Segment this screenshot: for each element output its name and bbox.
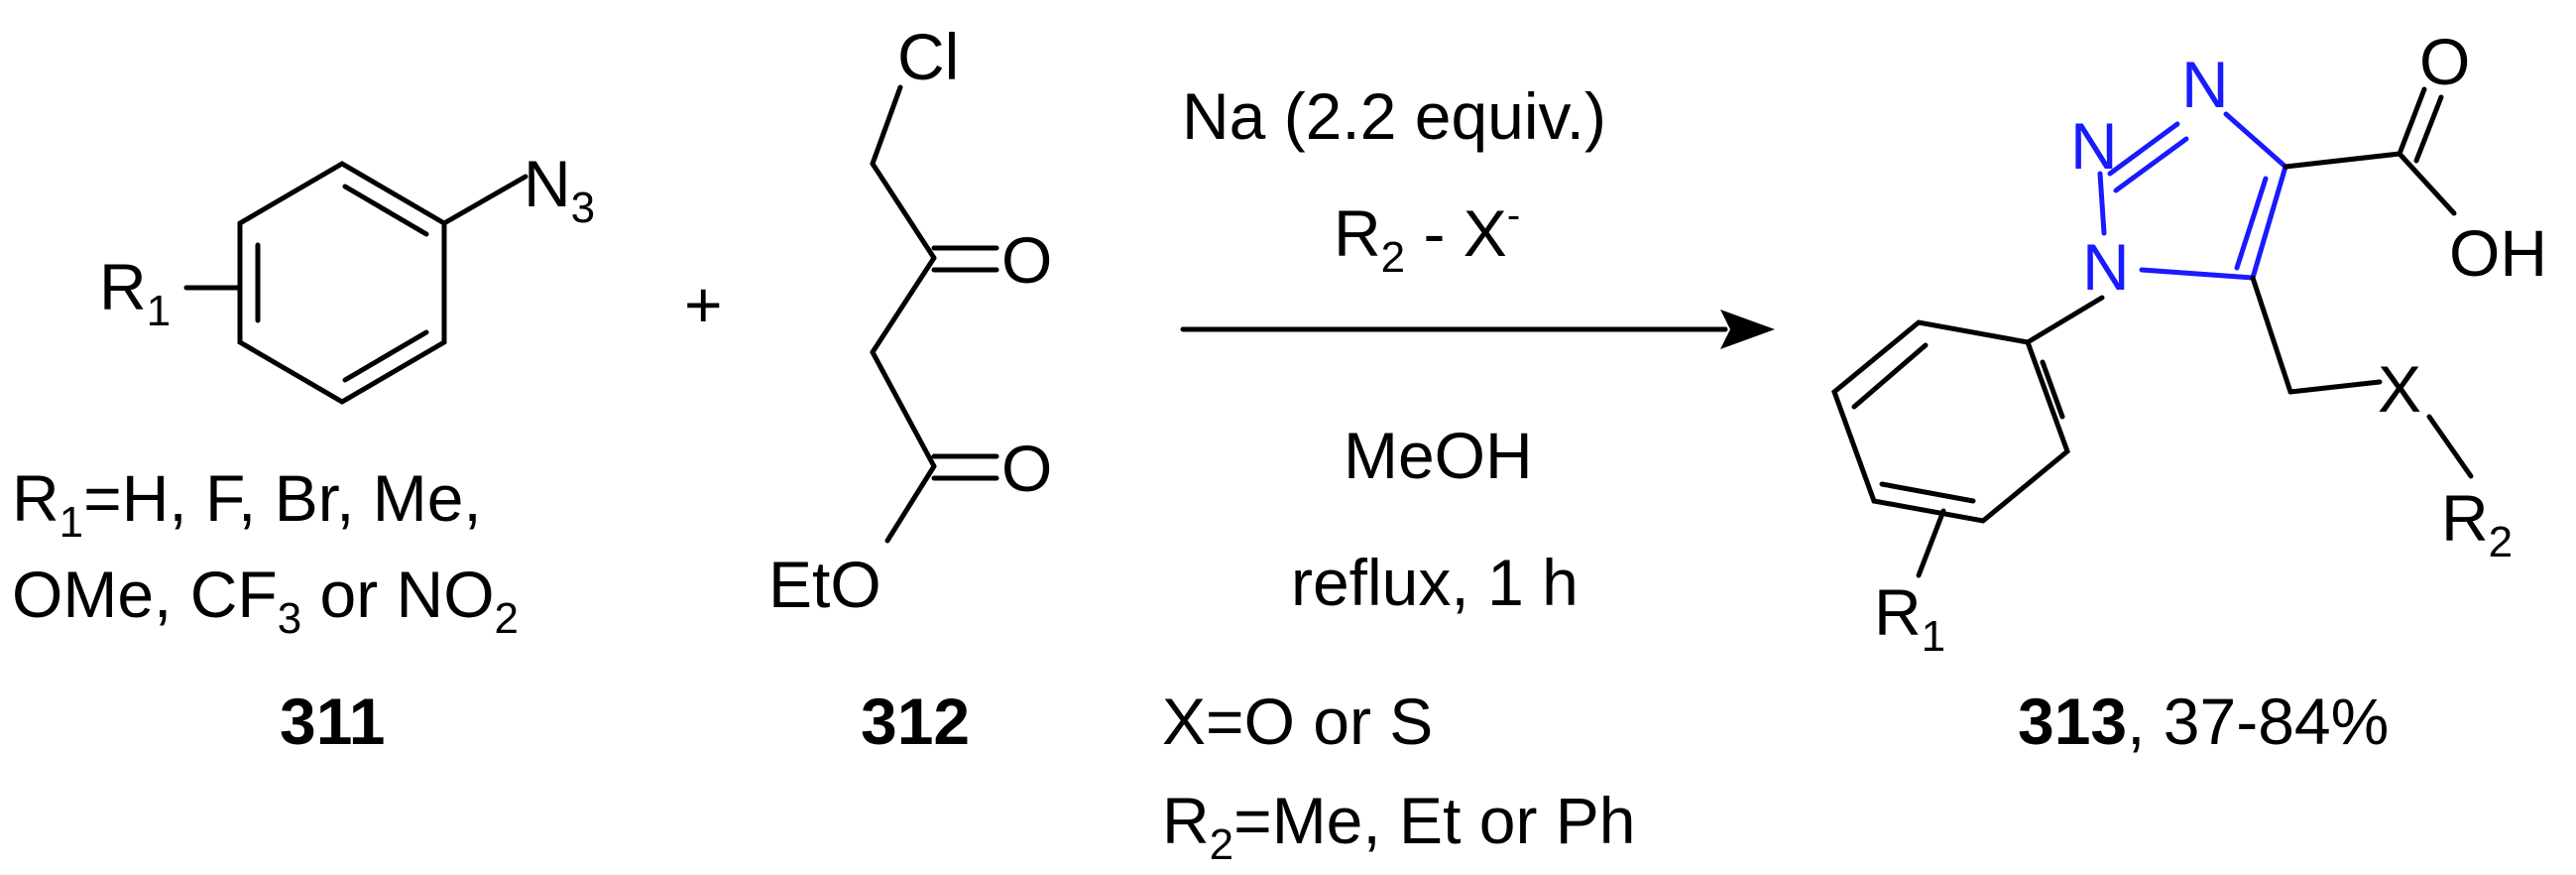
compound-label-311: 311 xyxy=(280,685,385,758)
r1-options-line2: OMe, CF3 or NO2 xyxy=(12,558,519,643)
condition-solvent: MeOH xyxy=(1344,419,1533,492)
condition-temp-time: reflux, 1 h xyxy=(1291,546,1579,619)
benzene-ring xyxy=(237,161,447,405)
r2-definition: R2=Me, Et or Ph xyxy=(1162,784,1636,869)
triazole-n1: N xyxy=(2082,230,2130,304)
compound-label-312: 312 xyxy=(861,685,970,758)
x-definition: X=O or S xyxy=(1162,685,1433,758)
r2-label: R2 xyxy=(2441,481,2513,566)
triazole-product-313: N N N O OH X R2 R1 xyxy=(1831,25,2547,661)
r1-options-line1: R1=H, F, Br, Me, xyxy=(12,461,482,547)
reaction-arrow xyxy=(1180,310,1775,349)
azide-label: N3 xyxy=(524,147,595,232)
ester-oxygen: O xyxy=(1001,432,1052,505)
carbonyl-oxygen: O xyxy=(2419,25,2470,98)
ethoxy-label: EtO xyxy=(768,548,881,621)
chloroacetoacetate-312: Cl O O EtO xyxy=(768,20,1052,621)
product-r1-label: R1 xyxy=(1874,575,1945,661)
chloro-label: Cl xyxy=(897,20,959,93)
plus-sign: + xyxy=(684,268,723,341)
r1-label: R1 xyxy=(99,250,171,335)
ketone-oxygen: O xyxy=(1001,223,1052,297)
aryl-azide-311: N3 R1 xyxy=(99,147,595,405)
condition-reagent: Na (2.2 equiv.) xyxy=(1182,79,1606,153)
phenyl-ring xyxy=(1831,319,2070,524)
condition-nucleophile: R2 - X- xyxy=(1334,193,1520,282)
compound-label-313: 313, 37-84% xyxy=(2018,685,2389,758)
hydroxyl-label: OH xyxy=(2449,216,2547,290)
triazole-n3: N xyxy=(2181,48,2229,121)
triazole-n2: N xyxy=(2070,109,2118,183)
x-atom: X xyxy=(2378,352,2421,426)
